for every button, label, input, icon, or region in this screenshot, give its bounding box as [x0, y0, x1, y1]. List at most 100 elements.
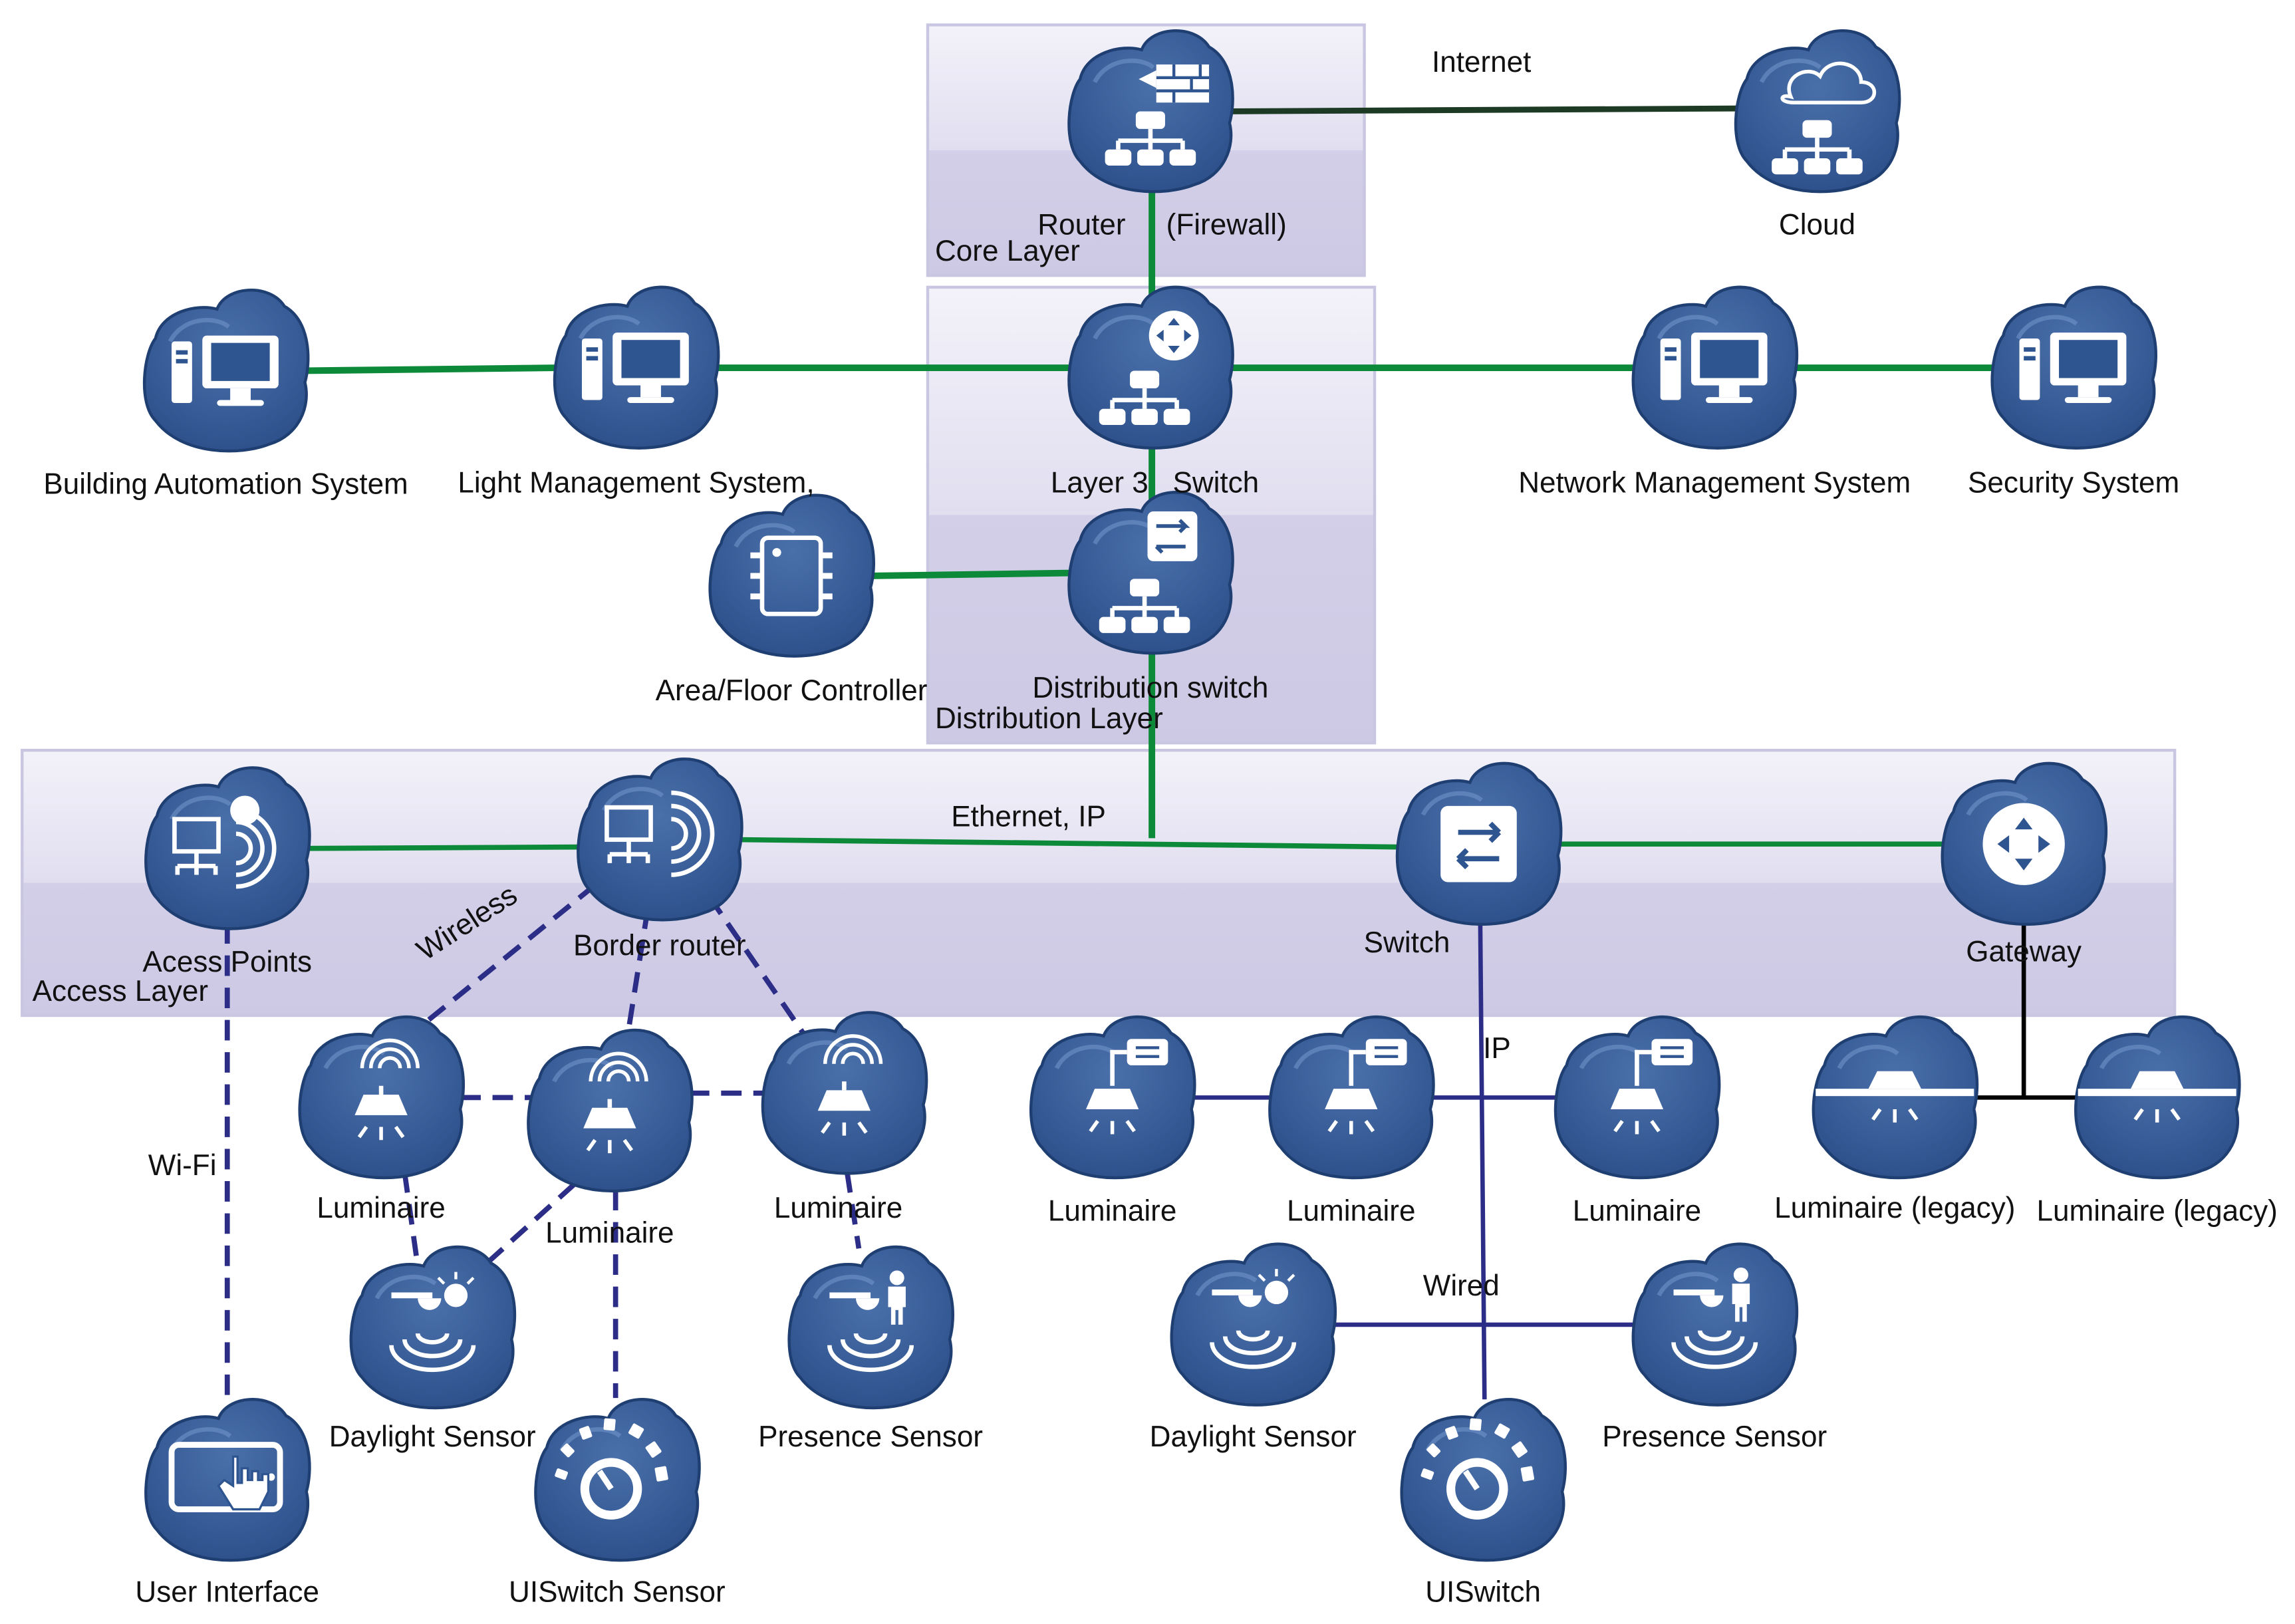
distribution-switch-icon — [1099, 511, 1198, 633]
border-label: Border router — [573, 930, 746, 962]
afc-label: Area/Floor Controller — [656, 674, 928, 707]
wired-luminaire-icon — [1610, 1039, 1693, 1135]
lms-label: Light Management System, — [458, 466, 814, 499]
elum1-label: Luminaire — [1048, 1194, 1176, 1227]
link-wlum2-dsens1 — [481, 1182, 577, 1268]
link-border-wlum1 — [423, 882, 597, 1025]
legacy-luminaire-icon — [2078, 1071, 2236, 1123]
node-lms — [553, 285, 720, 450]
presence-sensor-icon — [827, 1270, 914, 1373]
legacy2-label: Luminaire (legacy) — [2037, 1194, 2278, 1227]
node-psens1 — [787, 1245, 954, 1410]
nms-label: Network Management System — [1518, 466, 1911, 499]
psens2-label: Presence Sensor — [1602, 1421, 1827, 1453]
uisensor-label: UISwitch Sensor — [509, 1575, 726, 1608]
node-legacy2 — [2074, 1015, 2241, 1180]
link-switch-uiswitch — [1478, 908, 1487, 1400]
switch-label: Switch — [1364, 926, 1450, 959]
switch-icon — [1440, 805, 1517, 882]
computer-icon — [581, 333, 689, 403]
core-layer-label: Core Layer — [935, 235, 1080, 267]
node-ui — [144, 1397, 311, 1562]
access-layer-band — [21, 748, 2177, 1017]
presence-sensor-icon — [1671, 1267, 1758, 1369]
l3switch-label: Layer 3 Switch — [1051, 466, 1259, 499]
cloud-label: Cloud — [1779, 209, 1855, 241]
chip-icon — [750, 535, 833, 616]
bas-label: Building Automation System — [43, 468, 408, 501]
elum2-label: Luminaire — [1287, 1194, 1415, 1227]
wired-luminaire-icon — [1085, 1039, 1168, 1135]
daylight-sensor-icon — [1210, 1269, 1297, 1369]
access-layer-label: Access Layer — [33, 975, 208, 1008]
node-wlum3 — [761, 1011, 928, 1175]
node-security — [1990, 285, 2157, 450]
node-wlum2 — [527, 1028, 694, 1193]
dsens1-label: Daylight Sensor — [329, 1421, 536, 1453]
security-label: Security System — [1968, 466, 2179, 499]
wired-luminaire-icon — [1325, 1039, 1407, 1135]
node-gateway — [1941, 761, 2108, 926]
node-elum1 — [1029, 1015, 1196, 1180]
computer-icon — [172, 335, 279, 406]
dial-icon — [555, 1418, 668, 1520]
wired-label: Wired — [1423, 1270, 1500, 1302]
node-afc — [708, 493, 875, 658]
link-router-cloud — [1228, 105, 1741, 114]
ui-label: User Interface — [135, 1575, 319, 1608]
ip-label: IP — [1483, 1032, 1511, 1065]
gateway-icon — [1982, 803, 2065, 885]
node-nms — [1631, 285, 1799, 450]
touch-tablet-icon — [168, 1442, 283, 1512]
dial-icon — [1420, 1418, 1535, 1520]
elum3-label: Luminaire — [1573, 1194, 1701, 1227]
router-label: Router (Firewall) — [1037, 209, 1286, 241]
legacy1-label: Luminaire (legacy) — [1774, 1192, 2015, 1224]
wifi-access-point-icon — [172, 795, 277, 889]
node-dswitch — [1067, 491, 1234, 655]
cloud-network-icon — [1772, 61, 1877, 175]
node-elum2 — [1268, 1015, 1435, 1180]
ethernet-ip-label: Ethernet, IP — [951, 801, 1106, 833]
node-bas — [142, 288, 310, 453]
ap-label: Acess Points — [142, 946, 312, 978]
legacy-luminaire-icon — [1816, 1071, 1974, 1123]
internet-label: Internet — [1432, 46, 1531, 78]
node-cloud — [1734, 29, 1901, 194]
dsens2-label: Daylight Sensor — [1150, 1421, 1357, 1453]
link-border-switch — [738, 837, 1399, 850]
node-border — [577, 757, 743, 922]
distribution-layer-label: Distribution Layer — [935, 702, 1163, 735]
computer-icon — [2019, 333, 2127, 403]
wlum3-label: Luminaire — [774, 1192, 902, 1224]
links — [224, 105, 2078, 1400]
node-switch — [1395, 761, 1563, 926]
computer-icon — [1660, 333, 1768, 403]
layer-labels: Core Layer Distribution Layer Access Lay… — [33, 235, 1163, 1008]
link-wlum1-dsens1 — [402, 1172, 419, 1256]
node-dsens1 — [349, 1245, 517, 1410]
link-border-wlum3 — [707, 895, 805, 1035]
uiswitch-label: UISwitch — [1425, 1575, 1541, 1608]
node-dsens2 — [1170, 1242, 1337, 1407]
node-wlum1 — [298, 1015, 466, 1180]
node-uisensor — [534, 1397, 701, 1562]
node-router — [1067, 29, 1234, 194]
wireless-luminaire-icon — [354, 1038, 420, 1141]
link-wlum3-psens1 — [844, 1172, 862, 1249]
dswitch-label: Distribution switch — [1032, 672, 1268, 704]
node-psens2 — [1631, 1242, 1799, 1407]
link-afc-dswitch — [870, 569, 1073, 579]
node-uiswitch — [1400, 1397, 1567, 1562]
wireless-luminaire-icon — [817, 1034, 883, 1136]
wlum1-label: Luminaire — [317, 1192, 445, 1224]
wireless-luminaire-icon — [583, 1051, 648, 1154]
node-elum3 — [1553, 1015, 1721, 1180]
firewall-router-icon — [1105, 64, 1210, 166]
link-ap-border — [305, 844, 581, 851]
psens1-label: Presence Sensor — [758, 1421, 983, 1453]
node-ap — [144, 766, 311, 930]
link-bas-lms — [305, 364, 557, 374]
